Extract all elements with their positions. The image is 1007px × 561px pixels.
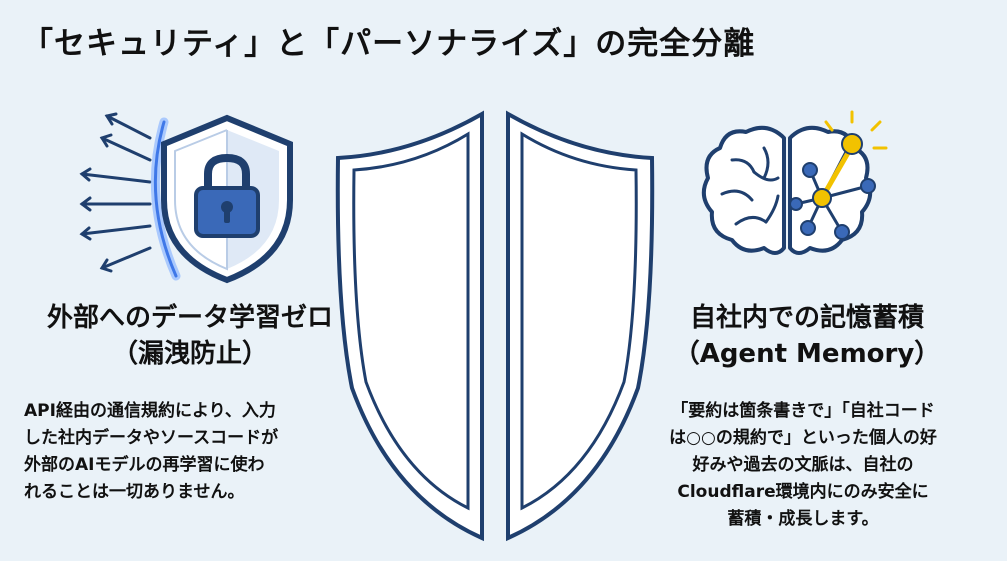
network-graph-icon (789, 110, 888, 240)
shield-lock-icon (79, 112, 293, 284)
right-heading-line: （Agent Memory） (673, 339, 941, 369)
split-shield-icon (335, 110, 655, 542)
right-body-line: 「要約は箇条書きで」「自社コード (671, 401, 935, 421)
deflect-arrows-icon (79, 112, 152, 273)
left-body-line: れることは一切ありません。 (24, 482, 245, 502)
left-body-line: 外部のAIモデルの再学習に使わ (24, 455, 265, 475)
right-body-line: 蓄積・成長します。 (727, 509, 879, 529)
right-description: 「要約は箇条書きで」「自社コード は○○の規約で」といった個人の好 好みや過去の… (626, 398, 980, 533)
page-title: 「セキュリティ」と「パーソナライズ」の完全分離 (22, 26, 756, 62)
left-description: API経由の通信規約により、入力 した社内データやソースコードが 外部のAIモデ… (24, 398, 358, 506)
left-heading-line: 外部へのデータ学習ゼロ (46, 303, 333, 333)
left-heading-line: （漏洩防止） (111, 339, 268, 369)
left-heading: 外部へのデータ学習ゼロ （漏洩防止） (30, 300, 350, 372)
left-body-line: API経由の通信規約により、入力 (24, 401, 276, 421)
lock-icon (194, 153, 260, 238)
left-body-line: した社内データやソースコードが (24, 428, 279, 448)
spark-icon (824, 110, 888, 150)
right-body-line: は○○の規約で」といった個人の好 (669, 428, 937, 448)
right-heading: 自社内での記憶蓄積 （Agent Memory） (662, 300, 952, 372)
right-body-line: 好みや過去の文脈は、自社の (692, 455, 914, 475)
brain-network-icon (701, 110, 888, 255)
right-heading-line: 自社内での記憶蓄積 (689, 303, 924, 333)
right-body-line: Cloudflare環境内にのみ安全に (677, 482, 929, 502)
